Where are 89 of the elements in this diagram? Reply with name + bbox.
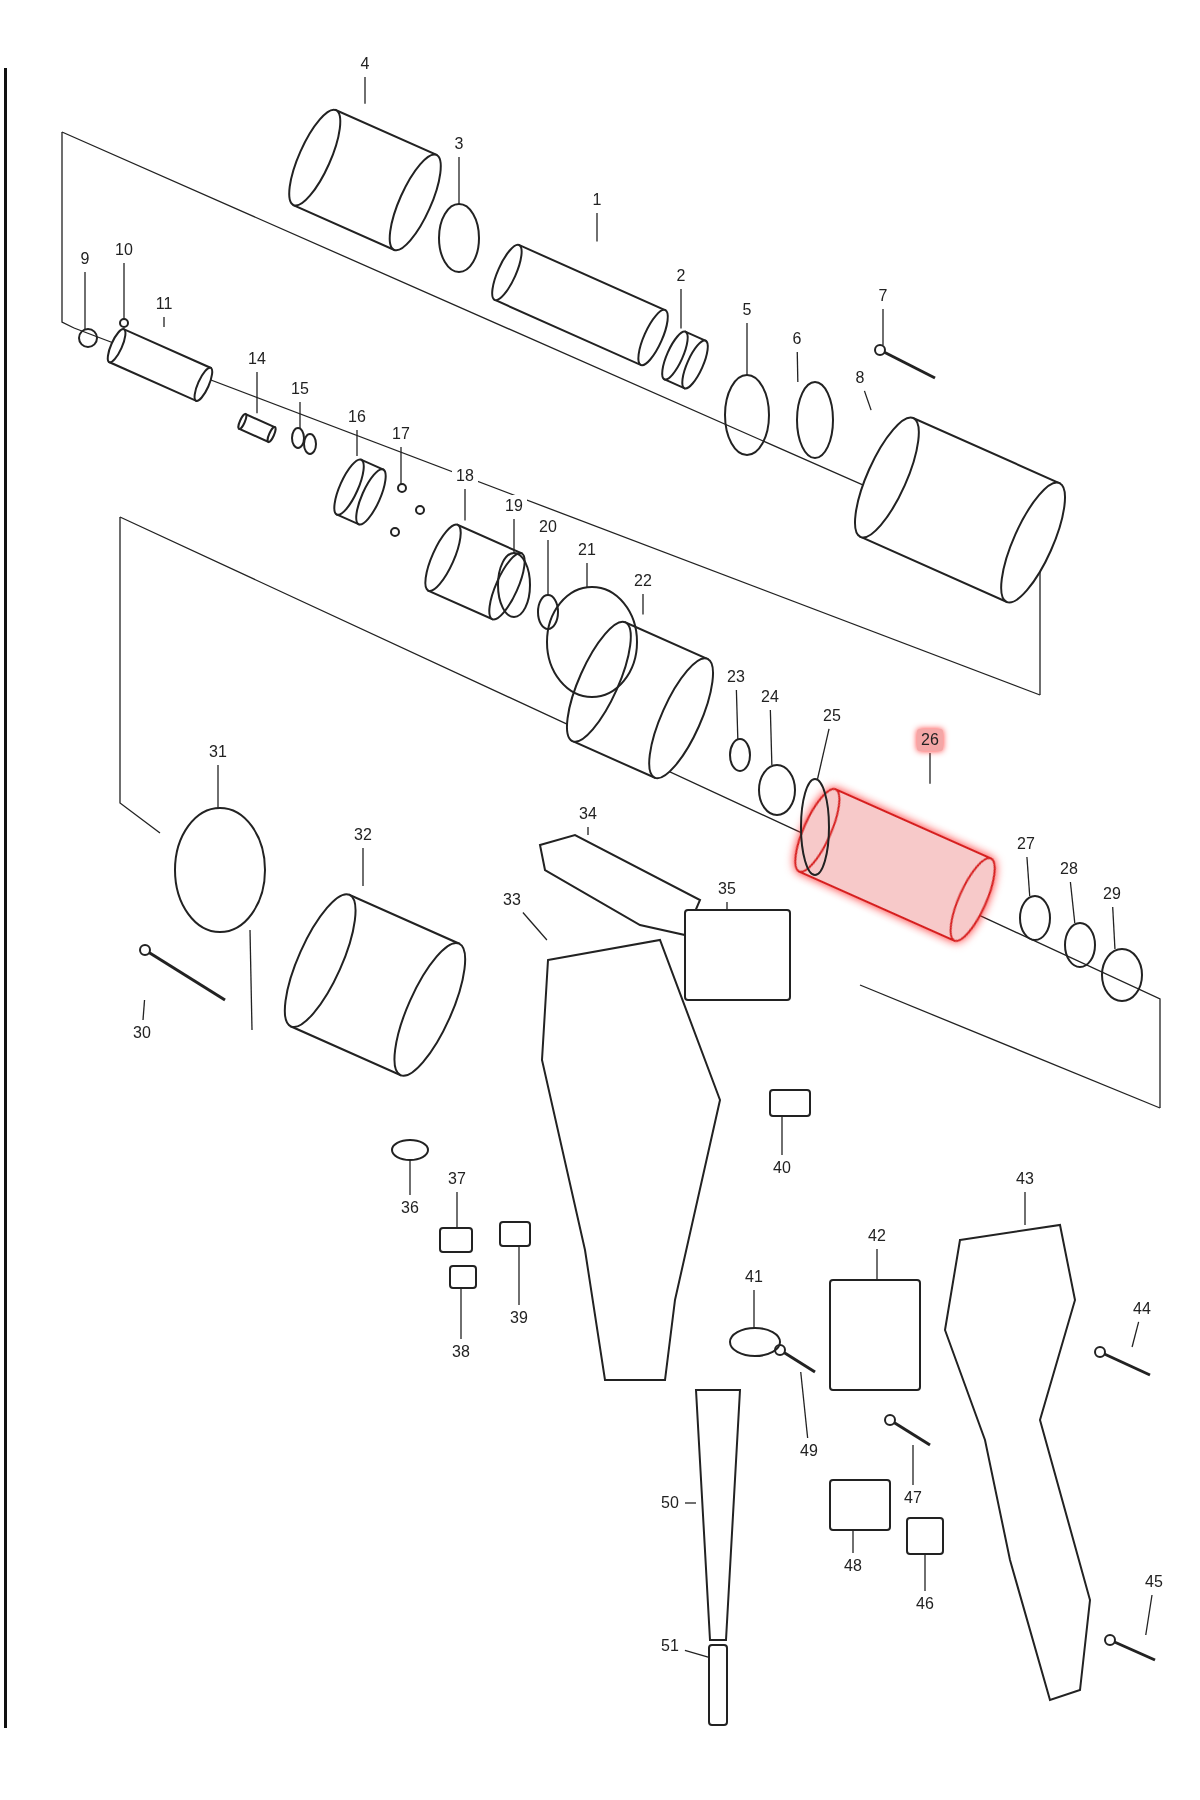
- field-drawing: [283, 893, 467, 1077]
- leader-line: [522, 911, 548, 941]
- leader-line: [800, 1371, 809, 1439]
- leader-line: [256, 371, 258, 414]
- baffle-ring-drawing: [174, 807, 266, 933]
- name-plate-drawing: [684, 909, 791, 1001]
- leader-line: [929, 752, 931, 785]
- screw-drawing: [1104, 1634, 1156, 1662]
- leader-line: [464, 488, 466, 522]
- retaining-ring-drawing: [724, 374, 770, 456]
- leader-line: [863, 390, 872, 411]
- ring-drawing: [729, 738, 751, 772]
- leader-line: [1024, 1191, 1026, 1226]
- leader-line: [458, 156, 460, 205]
- leader-line: [726, 901, 728, 911]
- leader-line: [123, 262, 125, 320]
- leader-line: [217, 764, 219, 809]
- power-cord-drawing: [708, 1644, 728, 1726]
- leader-line: [409, 1159, 411, 1196]
- clip-drawing: [796, 381, 834, 459]
- brush-holder-drawing: [499, 1221, 531, 1247]
- inner-housing-drawing: [566, 620, 714, 780]
- leader-line: [518, 1245, 520, 1306]
- nut-drawing: [1101, 948, 1143, 1002]
- leader-line: [684, 1649, 710, 1659]
- o-rings-drawing: [291, 427, 317, 455]
- leader-line: [586, 562, 588, 588]
- leader-line: [1131, 1321, 1140, 1348]
- leader-line: [876, 1248, 878, 1281]
- leader-line: [912, 1444, 914, 1486]
- bearing-drawing: [1064, 922, 1096, 968]
- callout-number: 26: [917, 729, 943, 751]
- switch-drawing: [829, 1279, 921, 1391]
- leader-line: [356, 429, 358, 457]
- bearing-drawing: [1019, 895, 1051, 941]
- leader-line: [796, 351, 799, 383]
- leader-line: [163, 316, 165, 328]
- leader-line: [735, 689, 739, 740]
- leader-line: [684, 1502, 697, 1504]
- screw-drawing: [139, 944, 226, 1002]
- leader-line: [587, 826, 589, 836]
- leader-line: [746, 322, 748, 376]
- gasket-drawing: [546, 586, 638, 698]
- leader-line: [400, 446, 402, 485]
- leader-line: [299, 401, 301, 429]
- leader-line: [84, 271, 86, 330]
- leader-line: [781, 1115, 783, 1156]
- screw-drawing: [874, 344, 936, 380]
- leader-line: [753, 1289, 755, 1329]
- handle-drawing: [943, 1223, 1091, 1702]
- leader-line: [460, 1287, 462, 1340]
- steel-balls-drawing: [390, 483, 425, 537]
- leader-line: [364, 76, 366, 105]
- gear-housing-drawing: [854, 416, 1066, 604]
- leader-line: [1069, 881, 1076, 924]
- brush-holder-drawing: [439, 1227, 473, 1253]
- leader-line: [596, 212, 598, 243]
- leader-line: [142, 999, 146, 1021]
- cap-drawing: [391, 1139, 429, 1161]
- leader-line: [816, 728, 830, 780]
- leader-line: [513, 518, 515, 554]
- washer-drawing: [537, 594, 559, 630]
- noise-suppressor-drawing: [884, 1414, 931, 1447]
- leader-line: [882, 308, 884, 346]
- brush-holder-drawing: [769, 1089, 811, 1117]
- leader-line: [924, 1553, 926, 1592]
- leader-line: [362, 847, 364, 887]
- leader-line: [680, 288, 682, 330]
- screw-drawing: [1094, 1346, 1151, 1377]
- o-ring-drawing: [438, 203, 480, 273]
- steel-ball-drawing: [119, 318, 129, 328]
- leader-line: [547, 539, 549, 596]
- leader-line: [1112, 906, 1116, 950]
- fan-drawing: [800, 778, 830, 876]
- capacitor-drawing: [829, 1479, 891, 1531]
- leader-line: [1145, 1594, 1153, 1636]
- leader-line: [852, 1529, 854, 1554]
- terminal-drawing: [906, 1517, 944, 1555]
- leader-line: [769, 709, 773, 766]
- carbon-brush-drawing: [449, 1265, 477, 1289]
- bearing-drawing: [758, 764, 796, 816]
- leader-line: [456, 1191, 458, 1229]
- leader-line: [1026, 856, 1031, 897]
- leader-line: [642, 593, 644, 616]
- cord-guard-drawing: [694, 1389, 742, 1641]
- ring-drawing: [78, 328, 98, 348]
- strain-relief-drawing: [729, 1327, 781, 1357]
- needle-bearing-drawing: [497, 552, 531, 618]
- screw-drawing: [774, 1344, 816, 1374]
